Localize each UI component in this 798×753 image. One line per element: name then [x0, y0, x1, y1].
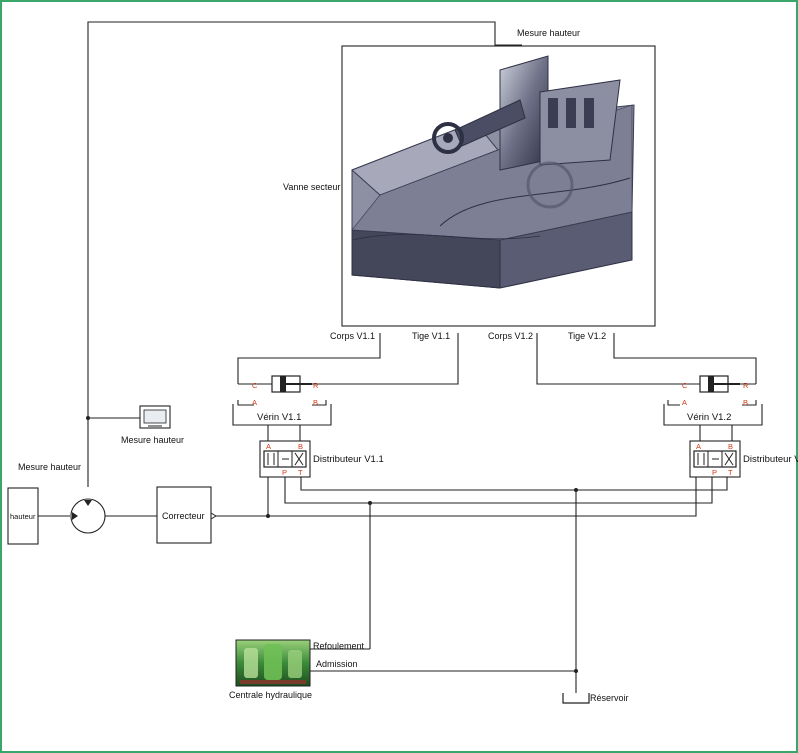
sum-junction[interactable]: [71, 499, 105, 533]
vanne-secteur-label: Vanne secteur: [283, 182, 340, 192]
hauteur-block-label: hauteur: [10, 512, 36, 521]
verin-v11-port-b: B: [313, 398, 318, 407]
tige-v11-label: Tige V1.1: [412, 331, 450, 341]
verin-v12-block[interactable]: C R A B Vérin V1.2: [668, 376, 756, 423]
reservoir-label: Réservoir: [590, 693, 629, 703]
verin-v12-port-a: A: [682, 398, 687, 407]
distributeur-v11-port-t: T: [298, 468, 303, 477]
verin-v12-port-b: B: [743, 398, 748, 407]
distributeur-v12-port-b: B: [728, 442, 733, 451]
correcteur-label: Correcteur: [162, 511, 205, 521]
correcteur-block[interactable]: Correcteur: [157, 487, 216, 543]
corps-v11-label: Corps V1.1: [330, 331, 375, 341]
verin-v11-label: Vérin V1.1: [257, 412, 301, 423]
vanne-secteur-block[interactable]: Vanne secteur Corps V1.1 Tige V1.1 Corps…: [283, 46, 655, 341]
distributeur-v12-port-p: P: [712, 468, 717, 477]
distributeur-v11-symbol: [264, 451, 306, 467]
mesure-hauteur-scope[interactable]: Mesure hauteur: [121, 406, 184, 445]
centrale-hydraulique-block[interactable]: Refoulement Admission Centrale hydrauliq…: [229, 640, 365, 700]
distributeur-v12-label: Distributeur V: [743, 454, 798, 465]
verin-v11-block[interactable]: C R A B Vérin V1.1: [238, 376, 326, 423]
tige-v12-label: Tige V1.2: [568, 331, 606, 341]
distributeur-v11-port-p: P: [282, 468, 287, 477]
distributeur-v12-block[interactable]: A B P T Distributeur V: [690, 441, 798, 477]
distributeur-v11-port-b: B: [298, 442, 303, 451]
verin-v11-port-c: C: [252, 381, 258, 390]
distributeur-v11-port-a: A: [266, 442, 271, 451]
refoulement-label: Refoulement: [313, 641, 365, 651]
distributeur-v12-port-a: A: [696, 442, 701, 451]
hauteur-block[interactable]: hauteur: [8, 488, 38, 544]
verin-v12-port-r: R: [743, 381, 749, 390]
admission-label: Admission: [316, 659, 358, 669]
mesure-hauteur-left-label: Mesure hauteur: [18, 462, 81, 472]
verin-v11-port-a: A: [252, 398, 257, 407]
mesure-hauteur-top-label: Mesure hauteur: [517, 28, 580, 38]
verin-v11-port-r: R: [313, 381, 319, 390]
mesure-hauteur-scope-label: Mesure hauteur: [121, 435, 184, 445]
distributeur-v12-port-t: T: [728, 468, 733, 477]
distributeur-v11-block[interactable]: A B P T Distributeur V1.1: [260, 441, 384, 477]
reservoir-block[interactable]: Réservoir: [563, 693, 629, 703]
verin-v12-port-c: C: [682, 381, 688, 390]
distributeur-v11-label: Distributeur V1.1: [313, 454, 384, 465]
corps-v12-label: Corps V1.2: [488, 331, 533, 341]
distributeur-v12-symbol: [694, 451, 736, 467]
verin-v12-label: Vérin V1.2: [687, 412, 731, 423]
centrale-hydraulique-label: Centrale hydraulique: [229, 690, 312, 700]
